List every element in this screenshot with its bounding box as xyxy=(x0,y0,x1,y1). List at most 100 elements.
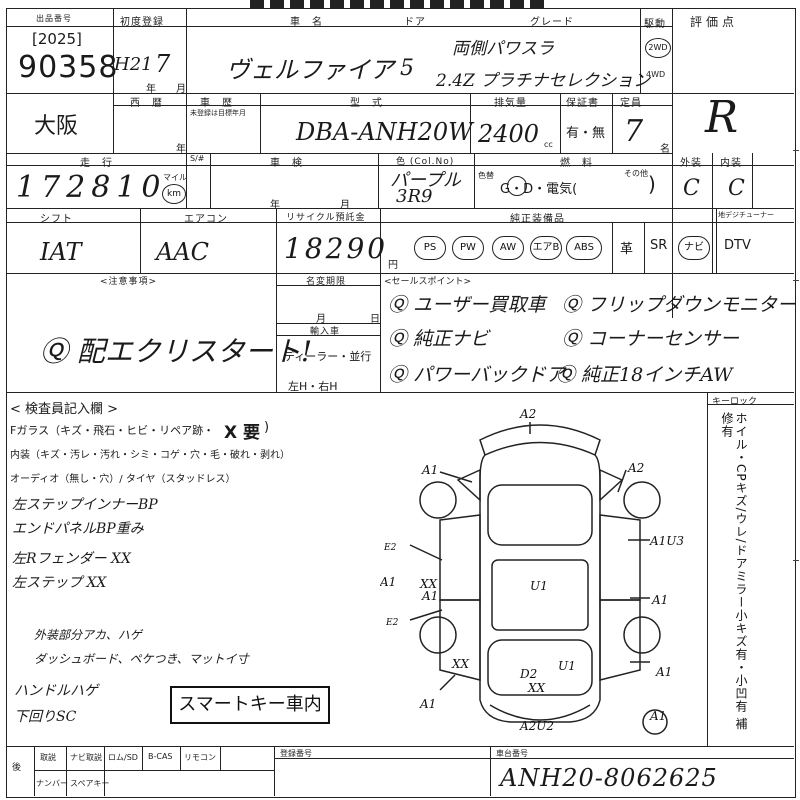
glass-line: Fガラス（キズ・飛石・ヒビ・リペア跡・ xyxy=(10,424,215,437)
interior-value: C xyxy=(728,176,745,201)
footer-note-label: 後 xyxy=(12,763,23,773)
footer-col: B-CAS xyxy=(148,752,173,761)
col-divider xyxy=(672,222,673,273)
inspector-note-8: 下回りSC xyxy=(14,709,77,725)
ac-value: AAC xyxy=(156,238,210,266)
rating-value: R xyxy=(705,92,739,143)
header-line xyxy=(6,26,672,27)
col-divider xyxy=(672,8,673,318)
row-divider xyxy=(6,273,794,274)
inspector-note-4: 左ステップ XX xyxy=(12,575,107,591)
diagram-label: XX xyxy=(451,657,470,671)
shaken-sub: 未登録は目標年月 xyxy=(190,109,246,117)
equip-aw: AW xyxy=(492,236,524,260)
fuel-close: ) xyxy=(648,172,656,196)
import-label: 輸入車 xyxy=(310,327,341,337)
col-divider xyxy=(186,93,187,153)
inspector-title: < 検査員記入欄 > xyxy=(10,402,119,417)
col-divider xyxy=(220,746,221,770)
equip-sr: SR xyxy=(650,238,668,253)
header-line xyxy=(113,105,672,106)
interior-line: 内装（キズ・汚レ・汚れ・シミ・コゲ・穴・毛・破れ・剥れ） xyxy=(10,450,290,461)
diagram-label: A1 xyxy=(380,575,396,589)
audio-line: オーディオ（無し・穴）/ タイヤ（スタッドレス） xyxy=(10,474,236,485)
glass-x: X 要 xyxy=(224,423,261,443)
keylock-label: キーロック xyxy=(712,397,758,407)
caution-label: <注意事項> xyxy=(100,277,158,287)
col-divider xyxy=(380,208,381,273)
small-label: 出品番号 xyxy=(36,14,72,23)
recycle-value: 18290 xyxy=(284,232,389,265)
exterior-value: C xyxy=(683,176,700,201)
first-reg-era: H21 xyxy=(114,54,153,75)
top-strip xyxy=(250,0,550,8)
displacement-label: 排気量 xyxy=(494,98,527,109)
col-divider xyxy=(380,273,381,392)
row-divider xyxy=(6,93,794,94)
col-divider xyxy=(752,153,753,208)
inspector-note-1: 左ステップインナーBP xyxy=(12,497,158,513)
sales-point-5: Ⓠ パワーバックドア xyxy=(388,364,565,386)
displacement-value: 2400 xyxy=(478,120,540,148)
header-line xyxy=(6,165,794,166)
col-divider xyxy=(210,153,211,208)
iro-label: 色替 xyxy=(478,171,494,180)
diagram-label: A2 xyxy=(519,407,536,421)
chassis-label: 車台番号 xyxy=(496,749,528,758)
mileage-value: 172810 xyxy=(16,170,167,205)
equip-leather: 革 xyxy=(620,242,634,257)
right-margin-mark xyxy=(793,560,799,561)
color-name: パープル xyxy=(390,170,461,191)
col-divider xyxy=(712,153,713,273)
header-line xyxy=(276,285,380,286)
drive-label: 駆動 xyxy=(644,19,666,30)
car-name: ヴェルファイア xyxy=(226,56,394,84)
col-divider xyxy=(470,93,471,153)
col-divider xyxy=(716,208,717,273)
col-divider xyxy=(186,8,187,93)
col-divider xyxy=(66,746,67,796)
col-divider xyxy=(644,222,645,273)
recycle-label: リサイクル預託金 xyxy=(286,213,366,223)
mile-unit: マイル xyxy=(163,173,187,182)
fuel-other: その他 xyxy=(624,169,648,178)
handle-option: 左H・右H xyxy=(288,380,338,393)
month-suffix: 月 xyxy=(340,200,351,211)
col-divider xyxy=(186,153,187,208)
row-divider xyxy=(6,208,794,209)
inspector-note-2: エンドパネルBP重み xyxy=(12,521,144,537)
diagram-label: E2 xyxy=(385,618,399,628)
col-divider xyxy=(474,153,475,208)
header-line xyxy=(707,404,794,405)
col-divider xyxy=(612,93,613,153)
fuel-g-circle xyxy=(507,176,527,196)
diagram-label: U1 xyxy=(530,579,548,593)
sales-point-4: Ⓠ コーナーセンサー xyxy=(562,328,740,350)
drive-4wd: 4WD xyxy=(646,70,666,79)
year-suffix: 年 xyxy=(176,144,187,155)
col-divider xyxy=(612,222,613,273)
number-label: ナンバー xyxy=(36,779,68,788)
shaken2-label: 車 検 xyxy=(270,158,303,169)
month-label: 月 xyxy=(316,314,327,325)
header-line xyxy=(274,758,490,759)
spare-label: スペアキー xyxy=(70,779,110,788)
cc-unit: cc xyxy=(544,140,553,149)
diagram-label: A1 xyxy=(421,589,438,603)
col-divider xyxy=(276,208,277,273)
yen-unit: 円 xyxy=(388,260,399,271)
ac-label: エアコン xyxy=(184,214,228,225)
header-line xyxy=(490,758,794,759)
col-divider xyxy=(140,208,141,273)
diagram-label: A2 xyxy=(627,461,644,475)
sales-point-2: Ⓠ フリップダウンモニター xyxy=(562,294,797,316)
lot-number: 90358 xyxy=(18,50,119,85)
color-label: 色 (Col.No) xyxy=(396,157,455,167)
doors-value: 5 xyxy=(400,56,414,81)
diagram-label: A1U3 xyxy=(649,534,684,548)
col-divider xyxy=(274,746,275,796)
warranty-label: 保証書 xyxy=(566,98,599,109)
grade-line2: 2.4Z プラチナセレクション xyxy=(436,71,651,91)
reg-label: 登録番号 xyxy=(280,749,312,758)
diagram-label: A1 xyxy=(419,697,436,711)
